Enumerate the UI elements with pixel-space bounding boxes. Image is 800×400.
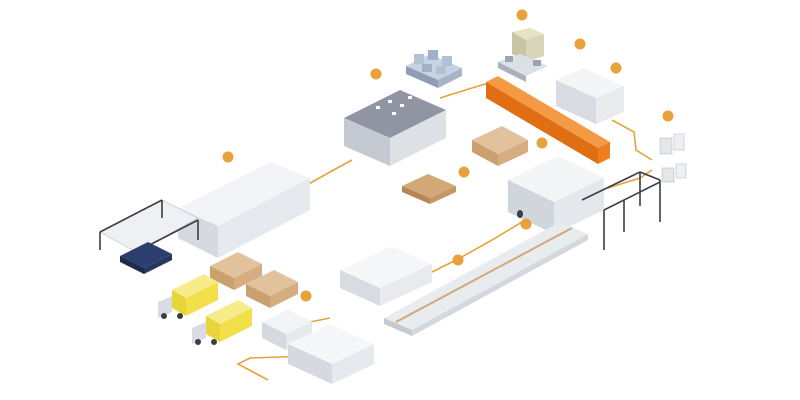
steel-frame-right <box>581 171 661 250</box>
loading-dock-frame <box>99 199 199 268</box>
raw-material-blocks <box>406 50 462 88</box>
right-silo-units <box>659 133 687 183</box>
step-marker-9 <box>520 218 532 230</box>
packaging-plant-building <box>508 156 604 234</box>
step-marker-8 <box>458 166 470 178</box>
delivery-truck-a <box>158 274 218 319</box>
flow-line-plant-to-conveyor <box>431 221 523 273</box>
step-marker-11 <box>300 290 312 302</box>
step-marker-7 <box>536 137 548 149</box>
pallet-stack-bottom-left-a <box>210 252 262 290</box>
cooling-unit <box>340 246 432 306</box>
bottom-building-large <box>288 324 374 384</box>
conveyor-belt <box>384 222 588 336</box>
step-marker-10 <box>452 254 464 266</box>
step-markers <box>222 9 674 302</box>
step-marker-3 <box>516 9 528 21</box>
step-marker-5 <box>610 62 622 74</box>
delivery-truck-b <box>192 300 252 345</box>
step-marker-4 <box>574 38 586 50</box>
production-hall-building <box>344 90 446 166</box>
pallet-base-center <box>402 174 456 204</box>
storage-unit-top-right <box>556 68 624 124</box>
pallet-stack-bottom-left-b <box>246 270 298 308</box>
pallet-stack-center <box>472 126 528 166</box>
mixer-machine <box>498 28 548 82</box>
flow-line-right-to-plant <box>607 169 653 189</box>
step-marker-1 <box>222 151 234 163</box>
goods-pallet-stack <box>120 242 172 274</box>
step-marker-2 <box>370 68 382 80</box>
step-marker-6 <box>662 110 674 122</box>
flow-line-hall-to-oven <box>439 81 493 99</box>
flow-line-oven-to-right <box>611 119 653 161</box>
warehouse-building <box>178 162 310 258</box>
orange-oven-tunnel <box>486 76 610 164</box>
